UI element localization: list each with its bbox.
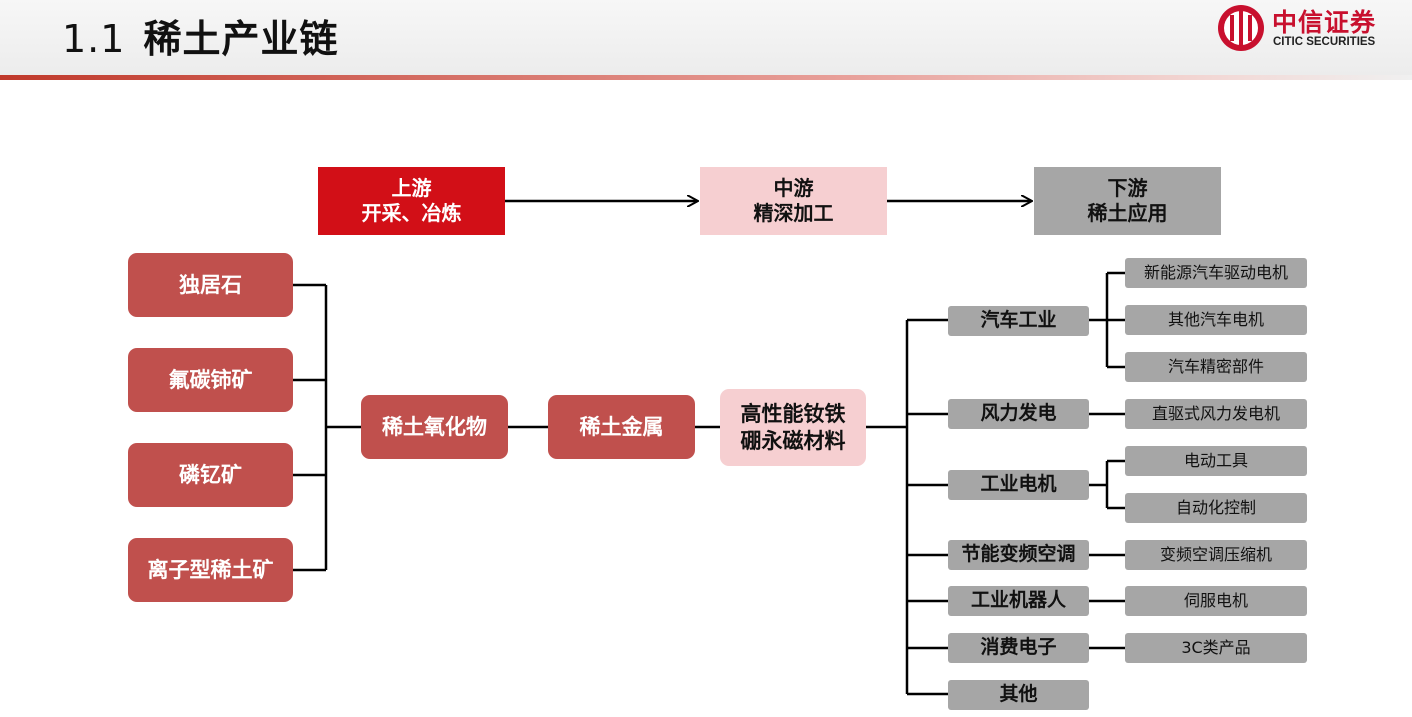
stage-upstream: 上游 开采、冶炼 — [318, 167, 505, 235]
product-automation-control: 自动化控制 — [1125, 493, 1307, 523]
app-consumer-electronics: 消费电子 — [948, 633, 1089, 663]
ore-xenotime: 磷钇矿 — [128, 443, 293, 507]
ore-bastnaesite: 氟碳铈矿 — [128, 348, 293, 412]
product-other-auto-motor: 其他汽车电机 — [1125, 305, 1307, 335]
stage-downstream: 下游 稀土应用 — [1034, 167, 1221, 235]
header-bar — [0, 0, 1412, 76]
product-inverter-compressor: 变频空调压缩机 — [1125, 540, 1307, 570]
citic-emblem-icon — [1218, 5, 1264, 51]
node-ndfeb-magnet: 高性能钕铁 硼永磁材料 — [720, 389, 866, 466]
product-3c: 3C类产品 — [1125, 633, 1307, 663]
ore-ionic-clay: 离子型稀土矿 — [128, 538, 293, 602]
section-number: 1.1 — [62, 17, 126, 61]
node-rare-earth-oxide: 稀土氧化物 — [361, 395, 508, 459]
section-title: 稀土产业链 — [143, 17, 339, 61]
ore-monazite: 独居石 — [128, 253, 293, 317]
app-other: 其他 — [948, 680, 1089, 710]
citic-logo: 中信证券 CITIC SECURITIES — [1216, 3, 1406, 53]
app-automotive: 汽车工业 — [948, 306, 1089, 336]
header-divider — [0, 75, 1412, 80]
page-title: 1.1 稀土产业链 — [62, 8, 338, 63]
app-wind-power: 风力发电 — [948, 399, 1089, 429]
logo-cn-text: 中信证券 — [1272, 8, 1377, 37]
app-inverter-ac: 节能变频空调 — [948, 540, 1089, 570]
stage-midstream: 中游 精深加工 — [700, 167, 887, 235]
product-direct-drive-generator: 直驱式风力发电机 — [1125, 399, 1307, 429]
logo-en-text: CITIC SECURITIES — [1273, 36, 1376, 48]
product-auto-precision-parts: 汽车精密部件 — [1125, 352, 1307, 382]
product-power-tools: 电动工具 — [1125, 446, 1307, 476]
node-rare-earth-metal: 稀土金属 — [548, 395, 695, 459]
app-industrial-motor: 工业电机 — [948, 470, 1089, 500]
product-ev-drive-motor: 新能源汽车驱动电机 — [1125, 258, 1307, 288]
product-servo-motor: 伺服电机 — [1125, 586, 1307, 616]
app-industrial-robot: 工业机器人 — [948, 586, 1089, 616]
